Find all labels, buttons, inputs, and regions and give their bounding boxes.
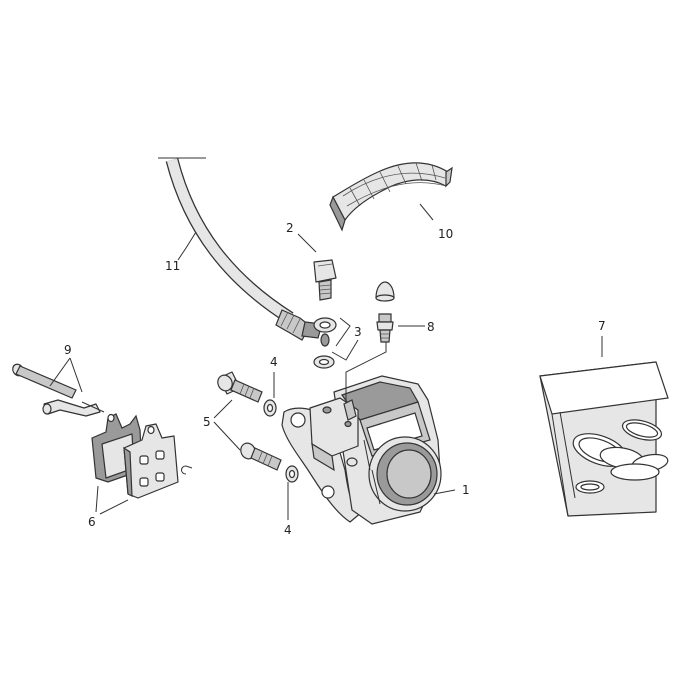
callout-6: 6 <box>88 515 96 529</box>
callout-4-lower: 4 <box>284 523 292 537</box>
callout-4-upper: 4 <box>270 355 278 369</box>
pad-spring-clip <box>42 399 101 417</box>
callout-labels: 1 2 3 4 4 5 6 7 8 9 10 11 <box>64 221 606 537</box>
brake-pad-front <box>123 423 179 499</box>
washer-lower <box>285 465 299 483</box>
callout-3: 3 <box>354 325 362 339</box>
callout-5: 5 <box>203 415 211 429</box>
callout-10: 10 <box>438 227 453 241</box>
callout-7: 7 <box>598 319 606 333</box>
sealing-washer-lower <box>313 355 335 369</box>
bleed-screw <box>376 313 394 343</box>
leader-lines <box>49 203 603 520</box>
pad-cover <box>329 162 453 232</box>
sealing-washer-upper <box>313 317 337 333</box>
washer-upper <box>263 399 277 417</box>
retaining-clip <box>181 465 193 475</box>
banjo-eye <box>320 333 330 347</box>
callout-2: 2 <box>286 221 294 235</box>
brake-caliper <box>281 375 442 525</box>
callout-1: 1 <box>462 483 470 497</box>
bleed-cap <box>375 281 395 302</box>
seal-kit-bag <box>539 361 669 517</box>
brake-hose <box>158 157 323 341</box>
callout-8: 8 <box>427 320 435 334</box>
banjo-bolt <box>313 259 337 301</box>
callout-11: 11 <box>165 259 180 273</box>
o-ring-set <box>572 419 669 494</box>
mounting-bolt-lower <box>240 442 282 471</box>
mounting-bolt-upper <box>217 371 263 403</box>
pad-pin <box>12 363 77 399</box>
callout-9: 9 <box>64 343 72 357</box>
